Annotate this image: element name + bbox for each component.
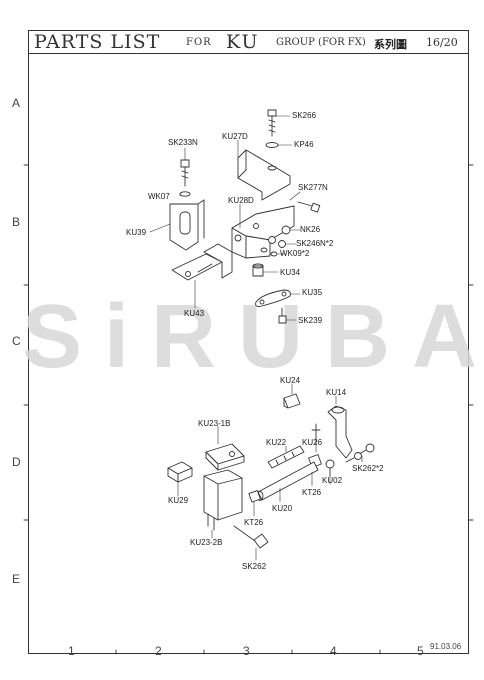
label-ku23-1b: KU23-1B	[198, 419, 231, 428]
nk26-nut-part	[281, 225, 291, 235]
col-number-5: 5	[417, 644, 424, 658]
sk246n-screws-part	[268, 236, 286, 248]
label-ku24: KU24	[280, 376, 301, 385]
row-letter-b: B	[12, 215, 21, 229]
drawing-frame	[28, 30, 469, 654]
label-ku43: KU43	[184, 309, 205, 318]
label-sk262x2: SK262*2	[352, 464, 384, 473]
kt26-collar-lower-part	[248, 490, 261, 503]
label-sk239: SK239	[298, 316, 323, 325]
ku22-shaft-part	[267, 445, 305, 469]
title-block: PARTS LIST FOR KU GROUP (FOR FX) 系列圖 16/…	[28, 30, 469, 54]
sk277n-screw-part	[297, 201, 321, 213]
label-kp46: KP46	[294, 140, 314, 149]
label-ku28d: KU28D	[228, 196, 254, 205]
sk262-pair-screws-part	[345, 443, 375, 463]
ku23-2b-box-part	[203, 469, 243, 531]
label-ku29: KU29	[168, 496, 189, 505]
series-chart-text: 系列圖	[374, 38, 407, 51]
label-nk26: NK26	[300, 225, 321, 234]
col-number-1: 1	[68, 644, 75, 658]
page-number: 16/20	[426, 36, 458, 49]
row-letter-e: E	[12, 572, 21, 586]
label-ku27d: KU27D	[222, 132, 248, 141]
label-ku14: KU14	[326, 388, 347, 397]
label-ku39: KU39	[126, 228, 147, 237]
sk233n-screw-part	[180, 159, 190, 187]
kp46-washer-part	[265, 142, 279, 148]
wk09-washers-part	[260, 247, 278, 257]
label-ku20: KU20	[272, 504, 293, 513]
row-letter-d: D	[12, 455, 21, 469]
col-number-2: 2	[155, 644, 162, 658]
col-number-3: 3	[243, 644, 250, 658]
label-sk277n: SK277N	[298, 183, 328, 192]
label-sk266: SK266	[292, 111, 317, 120]
ku14-arm-part	[327, 405, 353, 459]
ku43-bracket-part	[171, 243, 233, 281]
label-ku23-2b: KU23-2B	[190, 538, 223, 547]
ku29-pad-part	[167, 461, 193, 483]
ku39-bracket-part	[169, 199, 205, 251]
wk07-washer-part	[179, 191, 191, 197]
label-ku26: KU26	[302, 438, 323, 447]
siruba-watermark: SiRUBA	[22, 287, 484, 387]
label-wk09: WK09*2	[280, 249, 310, 258]
ku35-link-part	[255, 289, 291, 307]
revision-date: 91.03.06	[430, 642, 462, 651]
label-sk233n: SK233N	[168, 138, 198, 147]
label-sk246n: SK246N*2	[296, 239, 334, 248]
leader-lines	[149, 115, 363, 561]
ku02-part	[325, 459, 335, 477]
label-ku35: KU35	[302, 288, 323, 297]
ku26-pin-part	[311, 423, 321, 445]
label-kt26-upper: KT26	[302, 488, 322, 497]
ku27d-bracket-part	[237, 149, 291, 201]
ku24-cap-part	[283, 393, 301, 409]
row-letter-c: C	[12, 334, 21, 348]
group-text: GROUP (FOR FX)	[276, 37, 366, 48]
row-letter-a: A	[12, 96, 21, 110]
label-kt26-lower: KT26	[244, 518, 264, 527]
for-text: FOR	[186, 37, 212, 48]
col-number-4: 4	[330, 644, 337, 658]
sk266-screw-part	[267, 109, 277, 137]
label-sk262: SK262	[242, 562, 267, 571]
sk262-screw-part	[233, 525, 269, 549]
title-text: PARTS LIST	[34, 31, 161, 53]
ku28d-block-part	[231, 205, 295, 259]
label-wk07: WK07	[148, 192, 170, 201]
sk239-screw-part	[278, 307, 287, 324]
group-code: KU	[226, 31, 260, 53]
label-ku34: KU34	[280, 268, 301, 277]
grid-ticks	[23, 164, 474, 655]
ku23-1b-lid-part	[205, 443, 245, 471]
label-ku02: KU02	[322, 476, 343, 485]
label-ku22: KU22	[266, 438, 287, 447]
ku34-spacer-part	[252, 263, 264, 277]
